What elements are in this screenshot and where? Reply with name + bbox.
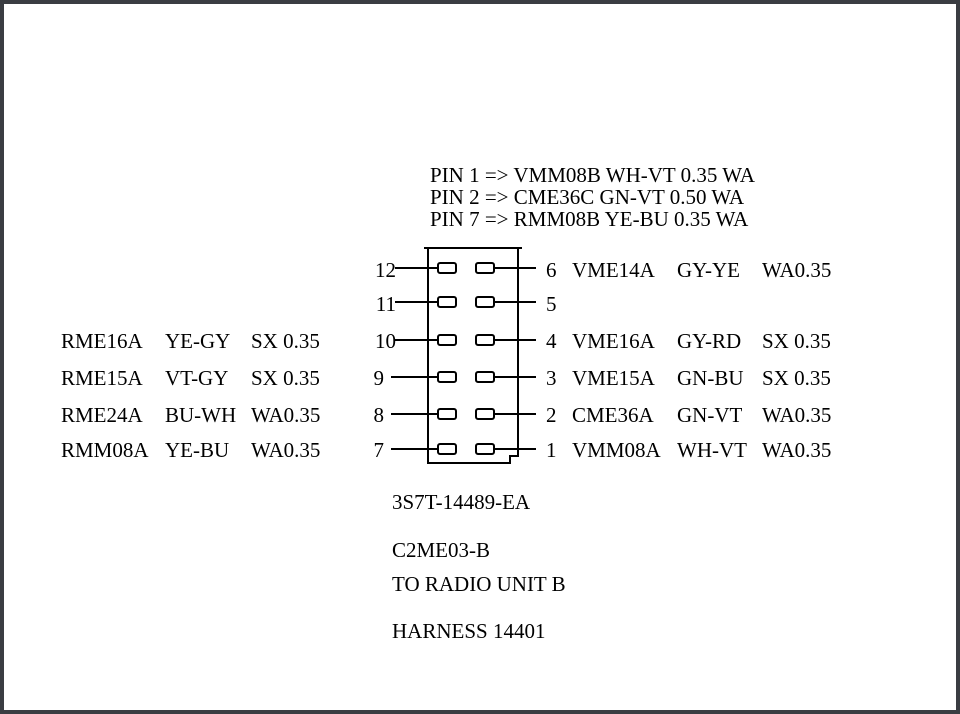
part-number: 3S7T-14489-EA — [392, 490, 531, 514]
right-wire-code: VMM08A — [572, 438, 661, 462]
wire-note-2: PIN 2 => CME36C GN-VT 0.50 WA — [430, 185, 745, 209]
pin-number-6: 6 — [546, 258, 557, 282]
left-wire-spec: WA0.35 — [251, 438, 321, 462]
right-pin-cavity — [475, 334, 495, 346]
left-wire-spec: SX 0.35 — [251, 366, 320, 390]
left-wire-spec: WA0.35 — [251, 403, 321, 427]
left-wire-color: YE-BU — [165, 438, 230, 462]
connector-drawing — [391, 247, 536, 464]
right-wire-code: VME14A — [572, 258, 655, 282]
left-pin-cavity — [437, 334, 457, 346]
connector-description: TO RADIO UNIT B — [392, 572, 566, 596]
right-wire-code: CME36A — [572, 403, 654, 427]
right-pin-cavity — [475, 443, 495, 455]
pin-number-10: 10 — [375, 329, 396, 353]
left-pin-cavity — [437, 371, 457, 383]
right-pin-cavity — [475, 262, 495, 274]
right-wire-color: GY-RD — [677, 329, 742, 353]
right-wire-spec: WA0.35 — [762, 258, 832, 282]
left-wire-color: YE-GY — [165, 329, 231, 353]
pin-number-11: 11 — [375, 292, 396, 316]
pin-number-7: 7 — [373, 438, 385, 462]
pin-number-8: 8 — [373, 403, 385, 427]
right-wire-color: GY-YE — [677, 258, 740, 282]
right-wire-color: GN-VT — [677, 403, 743, 427]
right-wire-code: VME15A — [572, 366, 655, 390]
connector-housing — [427, 247, 519, 464]
left-pin-cavity — [437, 262, 457, 274]
left-wire-color: VT-GY — [165, 366, 229, 390]
left-pin-cavity — [437, 296, 457, 308]
left-wire-code: RMM08A — [61, 438, 149, 462]
right-pin-cavity — [475, 371, 495, 383]
pin-number-1: 1 — [546, 438, 557, 462]
left-wire-spec: SX 0.35 — [251, 329, 320, 353]
pin-number-3: 3 — [546, 366, 557, 390]
left-wire-color: BU-WH — [165, 403, 237, 427]
wire-note-3: PIN 7 => RMM08B YE-BU 0.35 WA — [430, 207, 749, 231]
wire-note-1: PIN 1 => VMM08B WH-VT 0.35 WA — [430, 163, 755, 187]
right-wire-spec: SX 0.35 — [762, 329, 831, 353]
harness-label: HARNESS 14401 — [392, 619, 546, 643]
right-wire-color: GN-BU — [677, 366, 744, 390]
pin-number-12: 12 — [375, 258, 396, 282]
right-wire-color: WH-VT — [677, 438, 747, 462]
right-wire-code: VME16A — [572, 329, 655, 353]
pin-number-2: 2 — [546, 403, 557, 427]
right-pin-cavity — [475, 296, 495, 308]
left-pin-cavity — [437, 408, 457, 420]
right-pin-cavity — [475, 408, 495, 420]
left-pin-cavity — [437, 443, 457, 455]
pin-number-4: 4 — [546, 329, 557, 353]
left-wire-code: RME16A — [61, 329, 143, 353]
connector-id: C2ME03-B — [392, 538, 491, 562]
pin-number-5: 5 — [546, 292, 557, 316]
right-wire-spec: SX 0.35 — [762, 366, 831, 390]
document-page: PIN 1 => VMM08B WH-VT 0.35 WA PIN 2 => C… — [4, 4, 956, 710]
pin-number-9: 9 — [373, 366, 385, 390]
left-wire-code: RME24A — [61, 403, 143, 427]
right-wire-spec: WA0.35 — [762, 403, 832, 427]
left-wire-code: RME15A — [61, 366, 143, 390]
right-wire-spec: WA0.35 — [762, 438, 832, 462]
